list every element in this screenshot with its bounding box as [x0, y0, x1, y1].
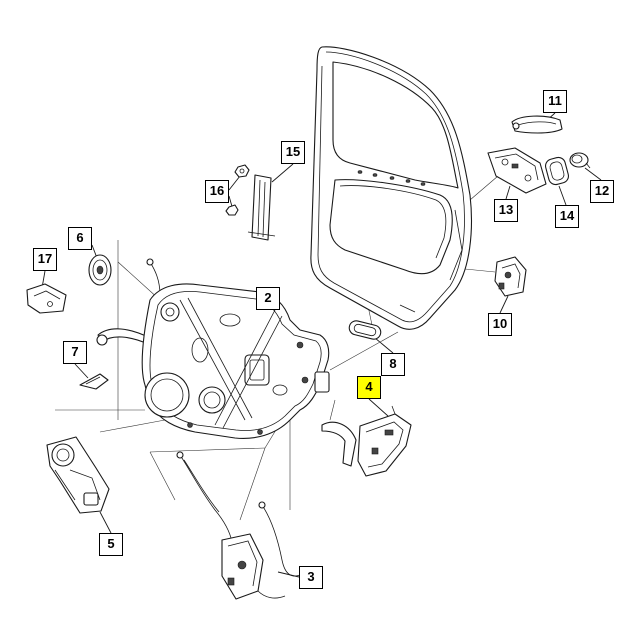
handle-reinforcement-bracket [487, 147, 547, 194]
callout-15: 15 [281, 141, 305, 164]
door-latch [494, 256, 527, 297]
door-shell [310, 46, 472, 330]
fastener-nuts [225, 164, 250, 216]
window-regulator-motor [46, 436, 110, 514]
callout-12: 12 [590, 180, 614, 203]
interior-door-handle [321, 405, 412, 477]
callout-14: 14 [555, 205, 579, 228]
callout-13: 13 [494, 199, 518, 222]
lock-cylinder-cap [569, 152, 591, 169]
handle-gasket [544, 156, 570, 186]
retainer-clip [79, 373, 109, 390]
interior-handle-seal [348, 320, 382, 340]
callout-11: 11 [543, 90, 567, 113]
callout-5: 5 [99, 533, 123, 556]
callout-6: 6 [68, 227, 92, 250]
callout-3: 3 [299, 566, 323, 589]
glass-run-channel [247, 174, 276, 241]
callout-10: 10 [488, 313, 512, 336]
mounting-bracket [26, 283, 67, 314]
callout-17: 17 [33, 248, 57, 271]
callout-4-highlighted: 4 [357, 376, 381, 399]
callout-16: 16 [205, 180, 229, 203]
callout-2: 2 [256, 287, 280, 310]
window-regulator-panel [141, 283, 330, 439]
callout-8: 8 [381, 353, 405, 376]
callout-7: 7 [63, 341, 87, 364]
outside-door-handle [511, 115, 563, 134]
door-latch-assembly [176, 451, 301, 600]
speaker-grommet [88, 254, 112, 286]
